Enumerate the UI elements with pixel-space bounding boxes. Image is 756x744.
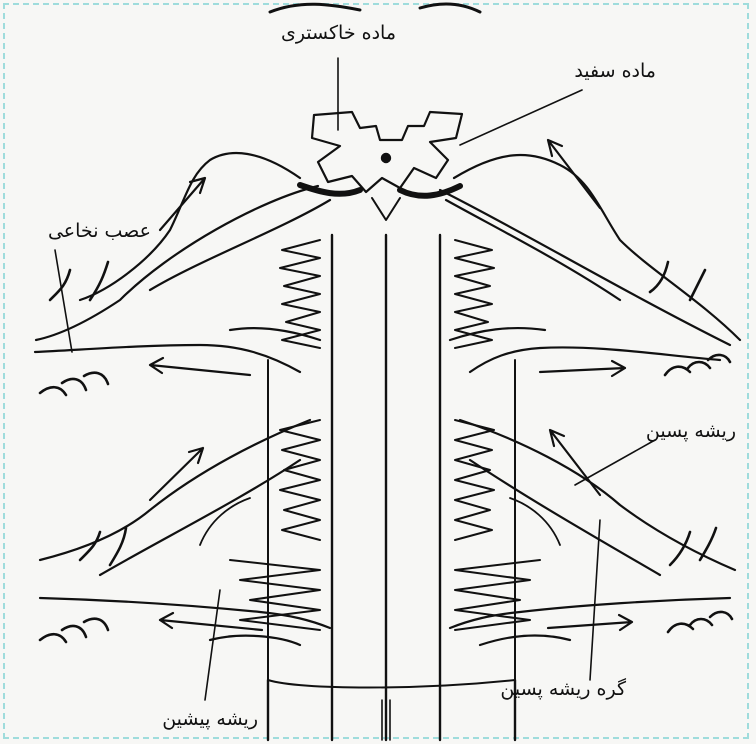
upper-root-bundles (35, 153, 740, 372)
dorsal-root-label: ریشه پسین (646, 422, 736, 441)
white-matter-label: ماده سفید (574, 62, 656, 81)
spinal-nerve-label: عصب نخاعی (48, 222, 151, 241)
ventral-root-label: ریشه پیشین (162, 710, 258, 729)
gray-matter-label: ماده خاکستری (281, 24, 396, 43)
dorsal-root-ganglion-label: گره ریشه پسین (500, 680, 626, 699)
cropped-title-fragment (270, 4, 480, 12)
spinal-cord-column (268, 235, 515, 740)
